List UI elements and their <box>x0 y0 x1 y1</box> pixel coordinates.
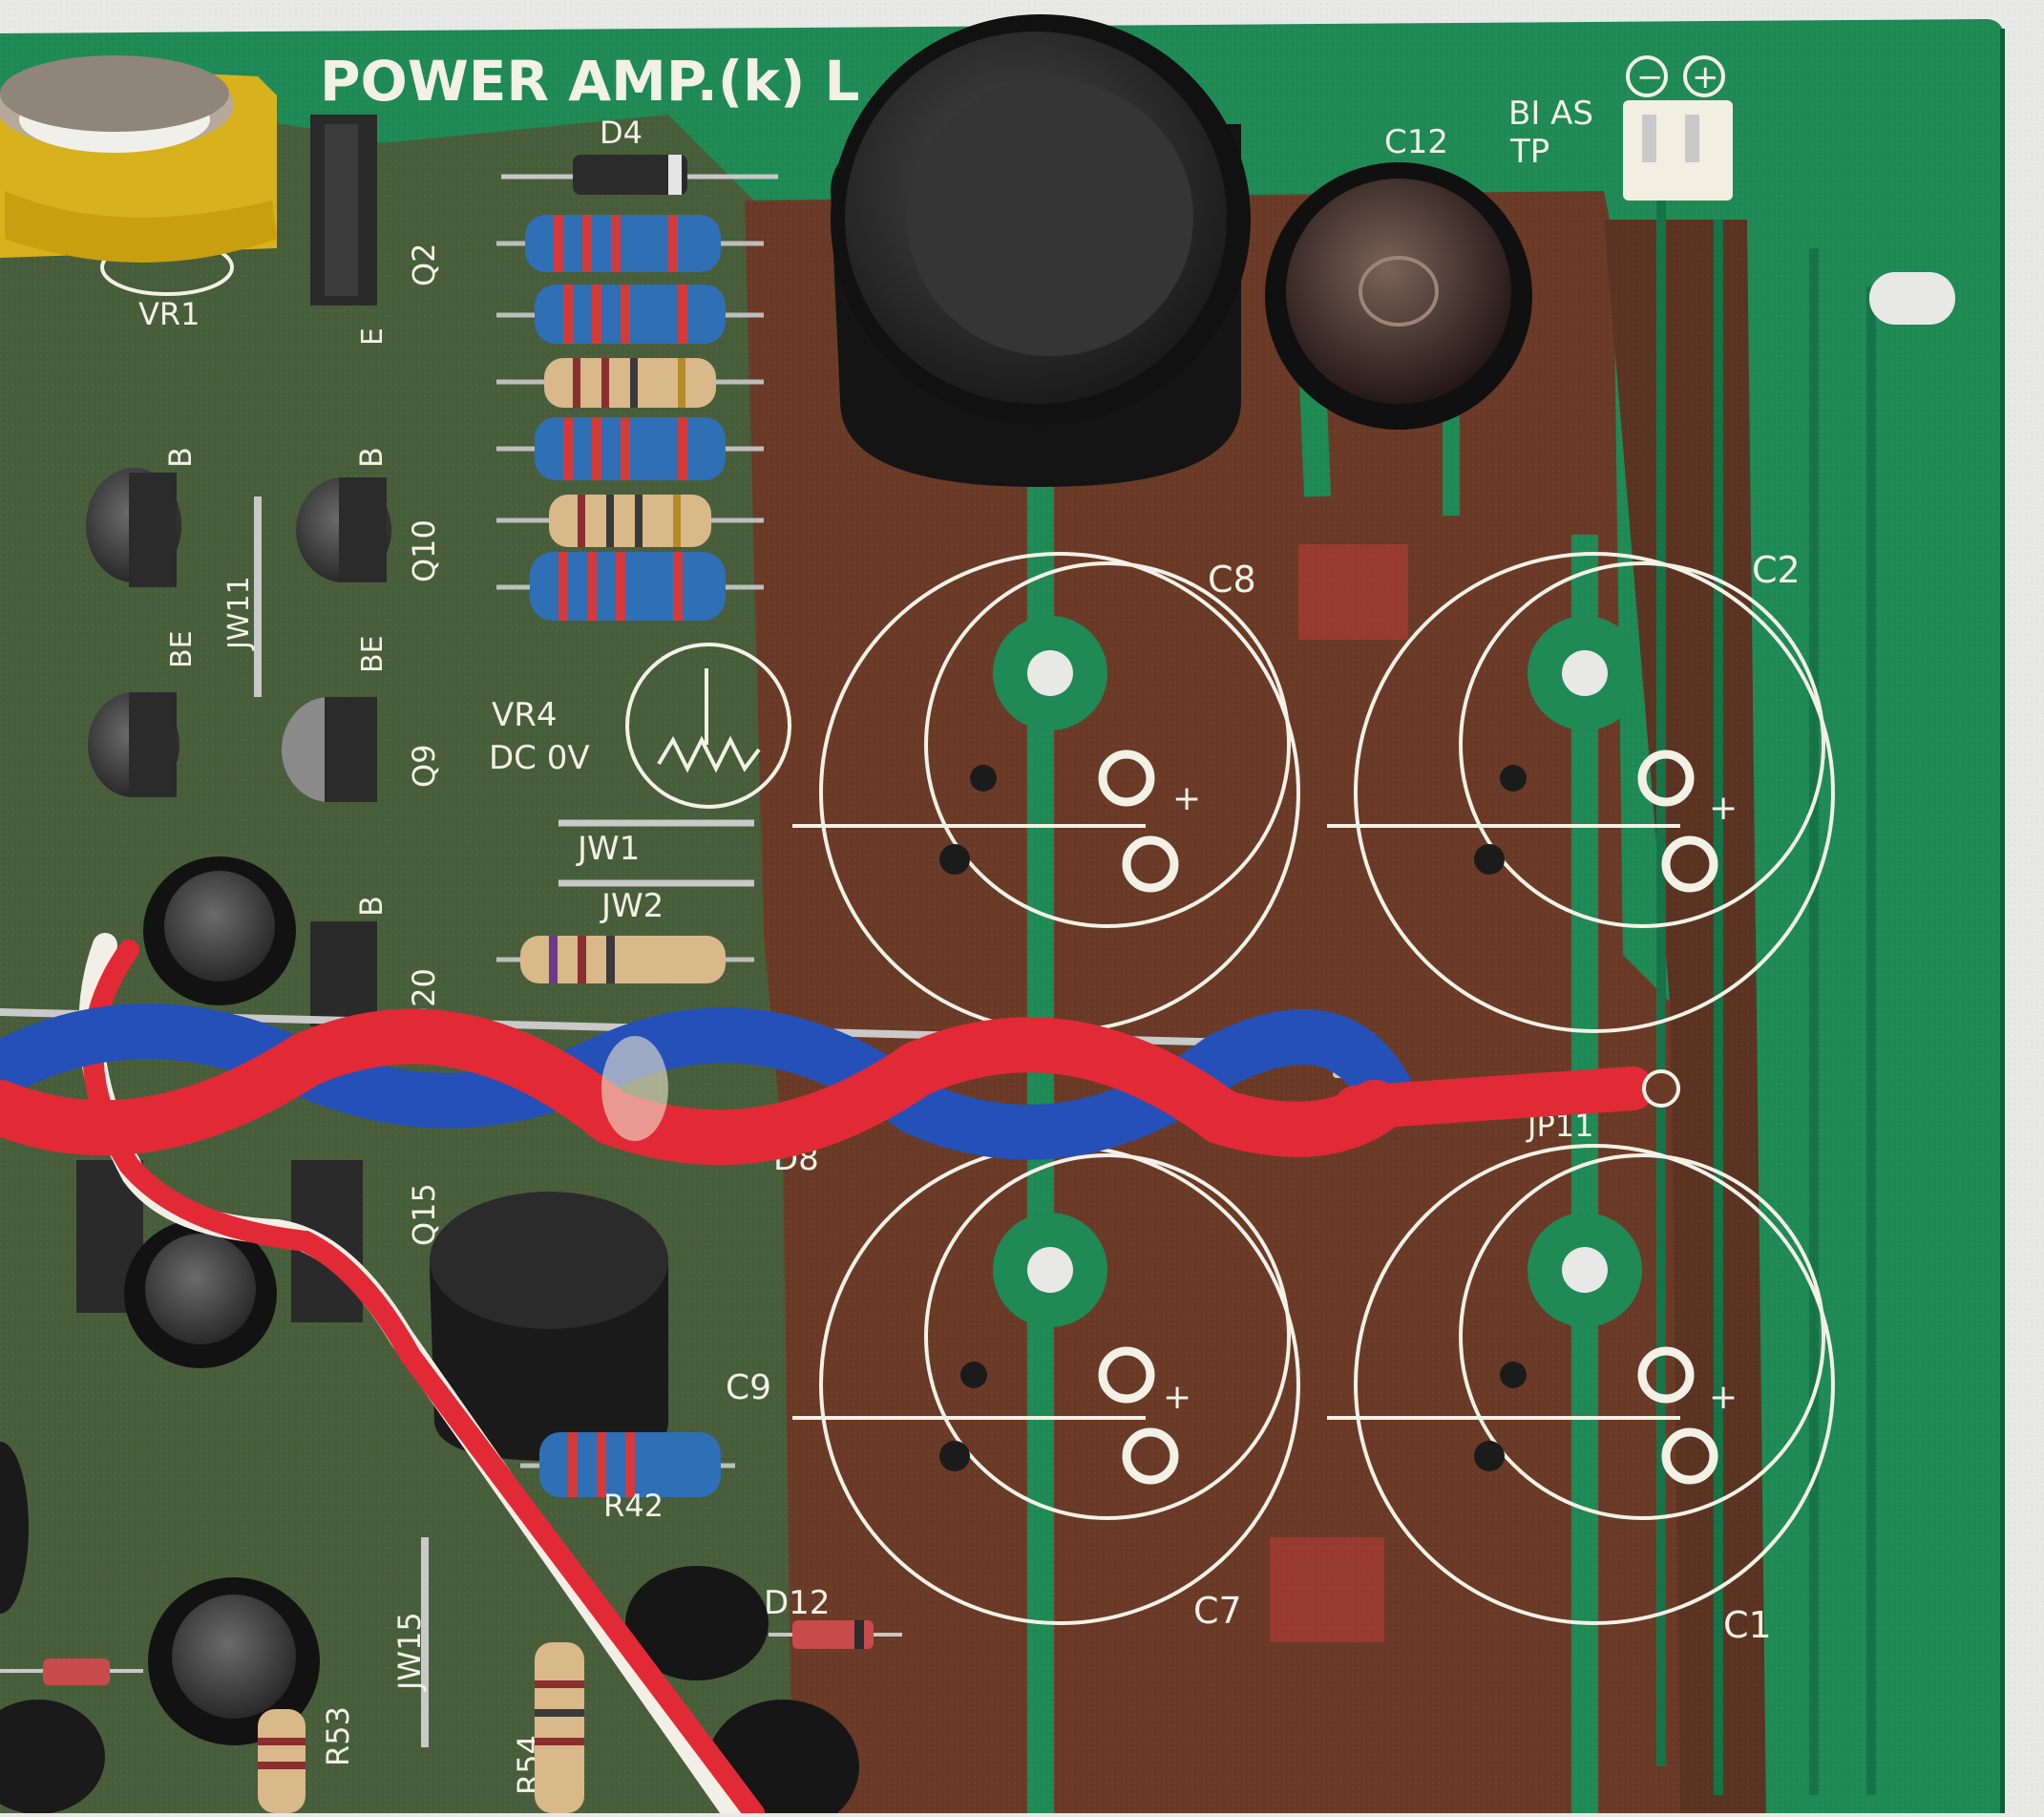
vr1-trimmer <box>0 55 277 296</box>
label-vr1: VR1 <box>138 296 200 332</box>
label-d12: D12 <box>764 1584 830 1622</box>
label-c7: C7 <box>1193 1590 1242 1632</box>
label-r53: R53 <box>320 1706 356 1766</box>
label-d4: D4 <box>600 115 643 151</box>
electrolytic-cap-left <box>143 856 296 1005</box>
electrolytic-cap-bottom <box>148 1577 320 1745</box>
label-bias: BI AS <box>1508 95 1593 133</box>
resistor-tan-mid <box>496 936 754 983</box>
label-jw2: JW2 <box>600 887 664 925</box>
large-black-capacitor <box>831 14 1251 487</box>
label-plus-c8: + <box>1172 779 1201 818</box>
label-c8: C8 <box>1208 559 1256 601</box>
footprint-c2 <box>1327 552 1835 1033</box>
c12-capacitor <box>1265 162 1532 430</box>
label-jw11: JW11 <box>222 576 256 651</box>
resistor-stack <box>496 215 764 621</box>
label-jw1: JW1 <box>576 830 640 868</box>
resistor-r54 <box>535 1642 584 1813</box>
label-c9: C9 <box>726 1368 771 1407</box>
q20-transistor <box>310 921 377 1026</box>
label-q15: Q15 <box>406 1183 442 1246</box>
electrolytic-cap-q15 <box>124 1219 277 1368</box>
transistor-q-lower-left <box>88 692 179 797</box>
transistor-q-upper-left <box>86 468 181 587</box>
label-plus-c7: + <box>1163 1378 1191 1417</box>
q9-transistor <box>282 697 377 802</box>
label-r42: R42 <box>603 1488 664 1524</box>
d12-diode <box>769 1620 902 1649</box>
label-c12: C12 <box>1384 123 1448 161</box>
label-b3: B <box>353 896 390 917</box>
board-title: POWER AMP.(k) L <box>320 49 860 114</box>
label-plus-c2: + <box>1709 789 1738 828</box>
capacitor-center-bottom <box>430 1192 668 1461</box>
label-tp: TP <box>1509 133 1549 171</box>
label-q9: Q9 <box>406 744 442 788</box>
label-jw15: JW15 <box>391 1612 428 1692</box>
label-tp-plus: + <box>1692 58 1719 96</box>
label-plus-c1: + <box>1709 1378 1738 1417</box>
label-c1: C1 <box>1723 1604 1772 1646</box>
label-e1: E <box>356 327 390 346</box>
label-dc0v: DC 0V <box>489 739 590 777</box>
label-be1: BE <box>165 630 199 668</box>
q10-transistor <box>296 477 391 582</box>
small-diode-left <box>0 1659 143 1685</box>
label-c2: C2 <box>1752 549 1801 591</box>
label-b1: B <box>162 447 199 468</box>
footprint-c1 <box>1327 1144 1835 1625</box>
r42-resistor <box>520 1432 735 1497</box>
wire-bundle <box>0 933 1680 1817</box>
vr4-symbol <box>625 643 791 809</box>
resistor-r53 <box>258 1709 306 1813</box>
label-q10: Q10 <box>406 519 442 582</box>
label-q2: Q2 <box>406 243 442 286</box>
label-tp-minus: − <box>1636 58 1664 96</box>
label-vr4: VR4 <box>492 696 558 734</box>
label-b2: B <box>353 447 390 468</box>
d4-diode <box>501 155 778 195</box>
bias-tp-connector: − + <box>1623 55 1733 201</box>
label-be2: BE <box>356 635 390 673</box>
